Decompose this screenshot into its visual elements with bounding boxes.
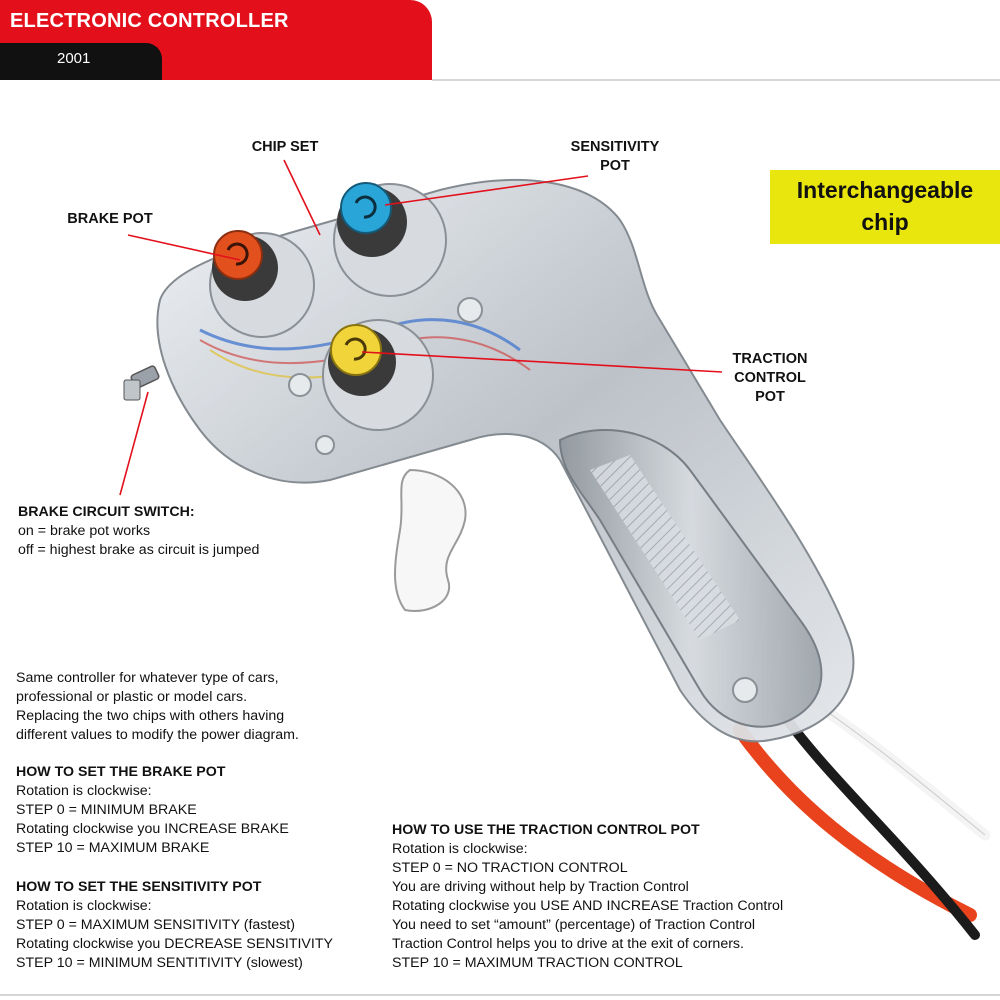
traction-line: You are driving without help by Traction…: [392, 879, 689, 895]
traction-line: Rotation is clockwise:: [392, 841, 528, 857]
sensitivity-line: Rotation is clockwise:: [16, 898, 152, 914]
year-label: 2001: [57, 50, 91, 67]
brake-pot-line: STEP 10 = MAXIMUM BRAKE: [16, 840, 210, 856]
brake-pot-knob: [209, 230, 315, 338]
trigger: [394, 468, 467, 612]
sensitivity-pot-knob: [333, 182, 447, 297]
intro-line: professional or plastic or model cars.: [16, 689, 248, 705]
callout-sensitivity-pot: SENSITIVITY POT: [555, 138, 675, 176]
traction-line: Traction Control helps you to drive at t…: [392, 936, 744, 952]
brake-pot-line: Rotation is clockwise:: [16, 783, 152, 799]
brake-switch-title: BRAKE CIRCUIT SWITCH:: [18, 504, 195, 520]
callout-chip-set: CHIP SET: [251, 139, 319, 155]
brake-switch-block: BRAKE CIRCUIT SWITCH: on = brake pot wor…: [18, 503, 259, 560]
traction-line: STEP 0 = NO TRACTION CONTROL: [392, 860, 628, 876]
cable-wires: [733, 694, 991, 940]
brake-switch-line: on = brake pot works: [18, 523, 151, 539]
traction-line: Rotating clockwise you USE AND INCREASE …: [392, 898, 784, 914]
header-divider: [432, 79, 1000, 81]
callout-traction-line2: CONTROL: [734, 370, 806, 386]
traction-section-title: HOW TO USE THE TRACTION CONTROL POT: [392, 822, 700, 838]
callout-sensitivity-line1: SENSITIVITY: [570, 139, 660, 155]
chip-badge-text: Interchangeable chip: [796, 177, 974, 235]
page-title: ELECTRONIC CONTROLLER: [10, 10, 289, 32]
callout-lines: [119, 159, 723, 496]
controller-body: [123, 179, 855, 743]
sensitivity-line: STEP 0 = MAXIMUM SENSITIVITY (fastest): [16, 917, 295, 933]
brake-pot-section: HOW TO SET THE BRAKE POT Rotation is clo…: [16, 763, 289, 858]
callout-sensitivity-line2: POT: [600, 158, 630, 174]
intro-line: Same controller for whatever type of car…: [16, 670, 279, 686]
year-tab: [0, 43, 162, 80]
intro-paragraph: Same controller for whatever type of car…: [16, 669, 299, 745]
brake-pot-line: Rotating clockwise you INCREASE BRAKE: [16, 821, 289, 837]
sensitivity-section: HOW TO SET THE SENSITIVITY POT Rotation …: [16, 878, 333, 973]
chip-badge: [770, 170, 1000, 244]
callout-traction-line1: TRACTION: [732, 351, 808, 367]
traction-line: STEP 10 = MAXIMUM TRACTION CONTROL: [392, 955, 683, 971]
sensitivity-line: Rotating clockwise you DECREASE SENSITIV…: [16, 936, 333, 952]
callout-traction-pot: TRACTION CONTROL POT: [715, 350, 825, 407]
callout-traction-line3: POT: [755, 389, 785, 405]
intro-line: Replacing the two chips with others havi…: [16, 708, 285, 724]
brake-pot-section-title: HOW TO SET THE BRAKE POT: [16, 764, 226, 780]
traction-line: You need to set “amount” (percentage) of…: [392, 917, 756, 933]
brake-pot-line: STEP 0 = MINIMUM BRAKE: [16, 802, 197, 818]
callout-brake-pot: BRAKE POT: [67, 211, 153, 227]
brake-switch-line: off = highest brake as circuit is jumped: [18, 542, 260, 558]
footer-divider: [0, 994, 1000, 996]
traction-section: HOW TO USE THE TRACTION CONTROL POT Rota…: [392, 821, 783, 973]
intro-line: different values to modify the power dia…: [16, 727, 299, 743]
sensitivity-section-title: HOW TO SET THE SENSITIVITY POT: [16, 879, 262, 895]
traction-pot-knob: [322, 319, 434, 431]
sensitivity-line: STEP 10 = MINIMUM SENTITIVITY (slowest): [16, 955, 303, 971]
